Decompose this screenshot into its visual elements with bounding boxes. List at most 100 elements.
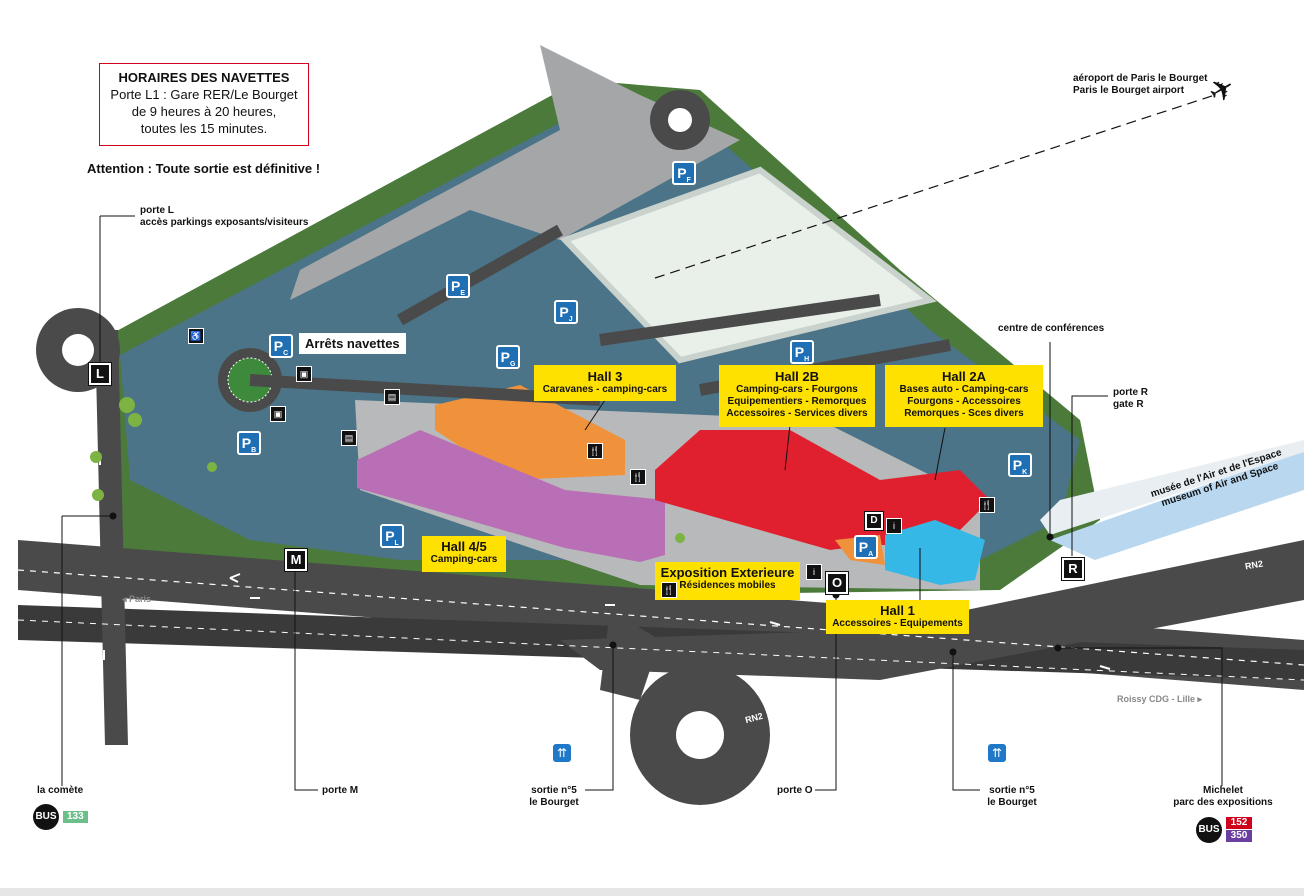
parking-sub: K: [1022, 468, 1028, 476]
airport-label: aéroport de Paris le Bourget Paris le Bo…: [1073, 73, 1207, 97]
bus-icon: BUS: [1196, 817, 1222, 843]
sortie-title: sortie n°5: [531, 785, 577, 796]
ticket-icon: ▤: [341, 430, 357, 446]
info-icon: i: [886, 518, 902, 534]
expo-title: Exposition Exterieure: [660, 565, 795, 580]
paris-text: Paris: [129, 594, 152, 604]
schedule-title: HORAIRES DES NAVETTES: [118, 70, 290, 85]
parking-letter: P: [858, 539, 869, 555]
hall-1-label[interactable]: Hall 1 Accessoires - Equipements: [826, 600, 969, 634]
parking-b-icon[interactable]: PB: [237, 431, 261, 455]
shuttle-schedule-box: HORAIRES DES NAVETTES Porte L1 : Gare RE…: [99, 63, 309, 146]
airport-label-fr: aéroport de Paris le Bourget: [1073, 73, 1208, 84]
gate-m-badge[interactable]: M: [284, 548, 308, 572]
porte-l-label: porte L accès parkings exposants/visiteu…: [140, 205, 308, 229]
gate-d-badge[interactable]: D: [864, 511, 884, 531]
sortie-title: sortie n°5: [989, 785, 1035, 796]
hall-2b-title: Hall 2B: [774, 369, 820, 384]
motorway-icon: ⇈: [553, 744, 571, 762]
hall-45-building: [357, 430, 665, 562]
sortie-subtitle: le Bourget: [529, 797, 579, 808]
restaurant-icon: 🍴: [587, 443, 603, 459]
parking-k-icon[interactable]: PK: [1008, 453, 1032, 477]
parking-sub: B: [251, 446, 257, 454]
porte-o-label: porte O: [777, 785, 813, 796]
michelet-title: Michelet: [1202, 785, 1243, 796]
bus-line-350: 350: [1226, 830, 1252, 842]
parking-j-icon[interactable]: PJ: [554, 300, 578, 324]
porte-l-title: porte L: [140, 205, 174, 216]
parking-h-icon[interactable]: PH: [790, 340, 814, 364]
parking-letter: P: [677, 165, 687, 181]
hall-3-title: Hall 3: [587, 369, 623, 384]
parking-sub: G: [509, 360, 516, 368]
parking-g-icon[interactable]: PG: [496, 345, 520, 369]
hall-45-label[interactable]: Hall 4/5 Camping-cars: [422, 536, 506, 572]
parking-letter: P: [241, 435, 252, 451]
parking-sub: H: [804, 355, 810, 363]
airport-label-en: Paris le Bourget airport: [1073, 85, 1185, 96]
hall-2a-subtitle: Remorques - Sces divers: [904, 408, 1024, 419]
hall-2b-subtitle: Camping-cars - Fourgons: [736, 384, 858, 395]
accessibility-icon: ♿: [188, 328, 204, 344]
shuttle-bus-icon: ▣: [270, 406, 286, 422]
la-comete-label: la comète: [37, 785, 84, 796]
hall-45-title: Hall 4/5: [441, 539, 487, 554]
gate-r-badge[interactable]: R: [1061, 557, 1085, 581]
hall-2a-label[interactable]: Hall 2A Bases auto - Camping-cars Fourgo…: [885, 365, 1043, 427]
parking-a-icon[interactable]: PA: [854, 535, 878, 559]
restaurant-icon: 🍴: [630, 469, 646, 485]
expo-label[interactable]: Exposition Exterieure Résidences mobiles: [655, 562, 800, 600]
bus-icon: BUS: [33, 804, 59, 830]
hall-2b-label[interactable]: Hall 2B Camping-cars - Fourgons Equipeme…: [719, 365, 875, 427]
paris-direction-label: ◂ Paris: [122, 594, 152, 604]
parking-l-icon[interactable]: PL: [380, 524, 404, 548]
ticket-icon: ▤: [384, 389, 400, 405]
parking-sub: J: [568, 315, 573, 323]
porte-r-subtitle: gate R: [1113, 399, 1144, 410]
sortie5-right-label: sortie n°5 le Bourget: [982, 785, 1042, 809]
parking-e-icon[interactable]: PE: [446, 274, 470, 298]
restaurant-icon: 🍴: [661, 582, 677, 598]
parking-letter: P: [794, 344, 805, 360]
schedule-line: de 9 heures à 20 heures,: [131, 104, 277, 119]
parking-letter: P: [385, 528, 395, 544]
roissy-text: Roissy CDG - Lille: [1117, 694, 1196, 704]
bus-line-152: 152: [1226, 817, 1252, 829]
parking-c-icon[interactable]: PC: [269, 334, 293, 358]
schedule-line: toutes les 15 minutes.: [140, 121, 268, 136]
porte-l-subtitle: accès parkings exposants/visiteurs: [140, 217, 309, 228]
hall-2-building: [655, 430, 990, 550]
hall-2a-subtitle: Fourgons - Accessoires: [907, 396, 1021, 407]
parking-letter: P: [450, 278, 461, 294]
expo-subtitle: Résidences mobiles: [679, 580, 776, 591]
hall-2b-subtitle: Equipementiers - Remorques: [727, 396, 867, 407]
hall-45-subtitle: Camping-cars: [430, 554, 498, 565]
restaurant-icon: 🍴: [979, 497, 995, 513]
hall-2a-subtitle: Bases auto - Camping-cars: [899, 384, 1029, 395]
shuttle-stop-label: Arrêts navettes: [299, 333, 406, 354]
parking-f-icon[interactable]: PF: [672, 161, 696, 185]
sortie5-left-label: sortie n°5 le Bourget: [524, 785, 584, 809]
info-icon: i: [806, 564, 822, 580]
conference-center-label: centre de conférences: [998, 323, 1105, 334]
hall-3-subtitle: Caravanes - camping-cars: [542, 384, 668, 395]
shuttle-bus-icon: ▣: [296, 366, 312, 382]
gate-l-badge[interactable]: L: [88, 362, 112, 386]
michelet-label: Michelet parc des expositions: [1168, 785, 1278, 809]
bus-line-133: 133: [63, 811, 88, 823]
parking-sub: L: [394, 539, 399, 547]
porte-r-title: porte R: [1113, 387, 1148, 398]
gate-o-badge[interactable]: O: [825, 571, 849, 595]
hall-2a-title: Hall 2A: [941, 369, 987, 384]
michelet-subtitle: parc des expositions: [1173, 797, 1273, 808]
porte-m-label: porte M: [322, 785, 359, 796]
schedule-line: Porte L1 : Gare RER/Le Bourget: [110, 87, 298, 102]
parking-letter: P: [559, 304, 569, 320]
exit-warning: Attention : Toute sortie est définitive …: [87, 161, 321, 176]
porte-r-label: porte R gate R: [1113, 387, 1148, 411]
hall-3-label[interactable]: Hall 3 Caravanes - camping-cars: [534, 365, 676, 401]
parking-letter: P: [500, 349, 510, 365]
motorway-icon: ⇈: [988, 744, 1006, 762]
